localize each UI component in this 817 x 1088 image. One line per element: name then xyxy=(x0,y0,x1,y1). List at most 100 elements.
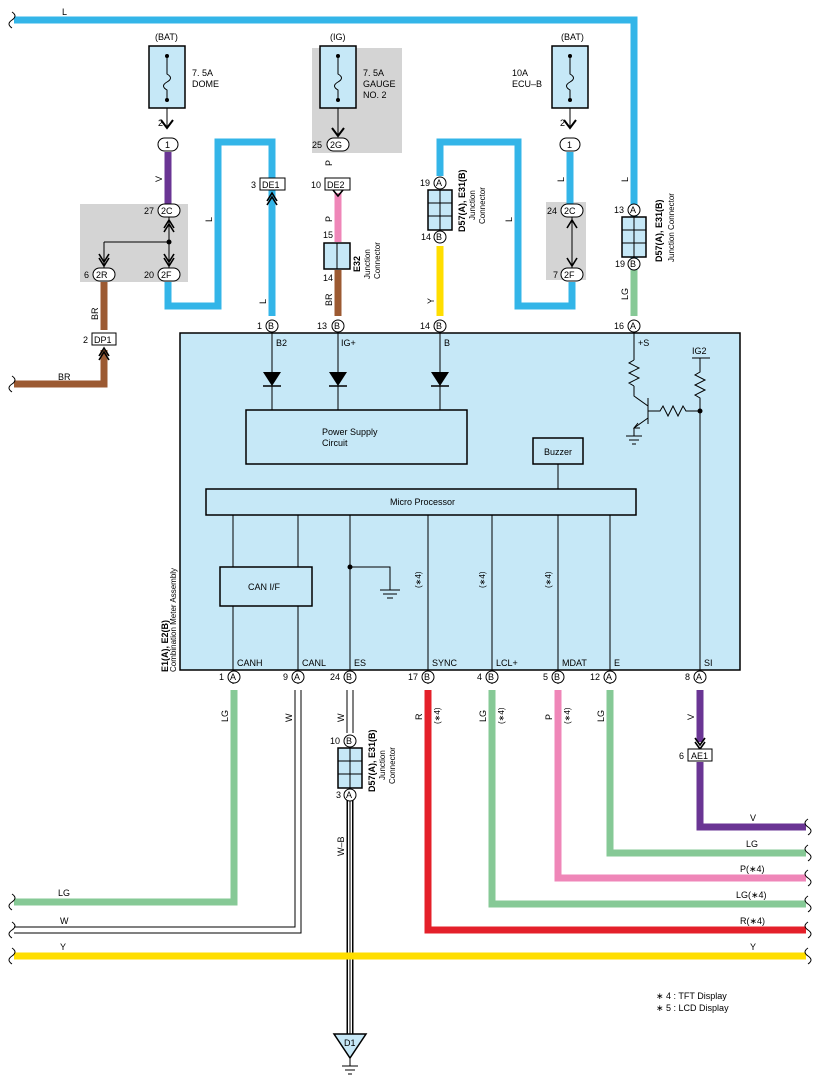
diode-b xyxy=(431,332,449,410)
top-pin-1-num: 1 xyxy=(257,321,262,331)
conn-2c-right: 2C 24 xyxy=(547,203,584,218)
fuse-dome-rating: 7. 5A xyxy=(192,68,213,78)
pin-canh-name: CANH xyxy=(237,658,263,668)
svg-text:6: 6 xyxy=(679,751,684,761)
lbl-r-y: Y xyxy=(750,942,756,952)
fuse-gauge-name1: GAUGE xyxy=(363,79,396,89)
bp-mdat-num: 5 xyxy=(543,672,548,682)
bp-sync-num: 17 xyxy=(408,672,418,682)
conn-2c-left: 2C 27 xyxy=(144,203,181,218)
lbl-sync-note: (∗4) xyxy=(433,707,442,724)
can-if-box xyxy=(219,566,313,607)
svg-text:A: A xyxy=(630,205,636,215)
fuse-gauge-name2: NO. 2 xyxy=(363,90,387,100)
svg-text:2C: 2C xyxy=(564,206,576,216)
lbl-e32-br: BR xyxy=(324,293,334,306)
note-5: ∗ 5 : LCD Display xyxy=(656,1003,729,1013)
pin-mdat-name: MDAT xyxy=(562,658,587,668)
svg-text:AE1: AE1 xyxy=(691,751,708,761)
top-pin-s-name: +S xyxy=(638,338,649,348)
svg-text:15: 15 xyxy=(323,230,333,240)
lbl-e-lg: LG xyxy=(596,710,606,722)
lbl-top-l: L xyxy=(62,7,67,17)
wire-l-mid xyxy=(436,138,576,310)
lbl-de1-l: L xyxy=(258,299,268,304)
jc3-label: D57(A), E31(B) xyxy=(367,729,377,792)
fuse-dome-name: DOME xyxy=(192,79,219,89)
lbl-r-lg4: LG(∗4) xyxy=(736,890,767,900)
lbl-lcl-lg: LG xyxy=(478,710,488,722)
e32-label: E32 xyxy=(352,256,362,272)
ground-d1: D1 xyxy=(332,1033,368,1075)
svg-text:14: 14 xyxy=(421,232,431,242)
pin-lcl-name: LCL+ xyxy=(496,658,518,668)
buzzer-label: Buzzer xyxy=(544,447,572,457)
bp-mdat-conn: B xyxy=(554,672,560,682)
ig2-label: IG2 xyxy=(692,346,707,356)
lbl-jc2-lg: LG xyxy=(620,288,630,300)
bp-si-conn: A xyxy=(696,672,702,682)
pin-es-name: ES xyxy=(354,658,366,668)
fuse-ecub xyxy=(551,45,589,130)
module-desc: Combination Meter Assembly xyxy=(169,568,178,672)
svg-text:19: 19 xyxy=(420,178,430,188)
lbl-v1: V xyxy=(154,176,164,182)
svg-text:2: 2 xyxy=(83,335,88,345)
fuse-ecub-name: ECU–B xyxy=(512,79,542,89)
top-pin-ig-name: IG+ xyxy=(341,338,356,348)
conn-gauge-2g: 2G 25 xyxy=(312,137,350,152)
module-bottom-pins xyxy=(227,670,707,684)
lbl-l-lg: LG xyxy=(58,888,70,898)
conn-dp1: DP1 2 xyxy=(83,332,117,361)
conn-jc1: A 19 B 14 xyxy=(420,176,453,244)
wire-r-sync xyxy=(424,690,806,934)
bp-sync-conn: B xyxy=(424,672,430,682)
conn-ecub-1: 1 xyxy=(559,137,581,152)
bp-si-num: 8 xyxy=(685,672,690,682)
module-label: E1(A), E2(B) xyxy=(160,620,170,672)
svg-text:14: 14 xyxy=(323,273,333,283)
note-lcl: (∗4) xyxy=(478,571,487,588)
lbl-jc1-y: Y xyxy=(426,298,436,304)
es-splice xyxy=(347,564,353,570)
jc1-label: D57(A), E31(B) xyxy=(457,169,467,232)
svg-text:2R: 2R xyxy=(96,270,108,280)
bp-canl-num: 9 xyxy=(283,672,288,682)
lbl-r-v: V xyxy=(750,813,756,823)
e32-desc2: Connector xyxy=(373,242,382,279)
svg-text:B: B xyxy=(630,259,636,269)
jc1-desc2: Connector xyxy=(478,187,487,224)
conn-jc2: A 13 B 19 xyxy=(614,203,647,271)
svg-text:19: 19 xyxy=(615,259,625,269)
svg-text:1: 1 xyxy=(567,140,572,150)
internal-lines xyxy=(232,515,611,684)
e32-desc1: Junction xyxy=(363,249,372,279)
lbl-left-br: BR xyxy=(58,372,71,382)
fuse-gauge-rating: 7. 5A xyxy=(363,68,384,78)
svg-text:3: 3 xyxy=(251,180,256,190)
wire-lg-canh xyxy=(14,690,238,906)
bp-e-conn: A xyxy=(606,672,612,682)
conn-de1: DE1 3 xyxy=(251,177,286,206)
svg-text:A: A xyxy=(346,790,352,800)
lbl-lcl-note: (∗4) xyxy=(497,707,506,724)
pin-sync-name: SYNC xyxy=(432,658,458,668)
lbl-r-r4: R(∗4) xyxy=(740,916,765,926)
lbl-l-mid: L xyxy=(504,217,514,222)
lbl-l-y: Y xyxy=(60,942,66,952)
lbl-right-l: L xyxy=(620,177,630,182)
edge-marks xyxy=(8,11,812,965)
fuse-ecub-rating: 10A xyxy=(512,68,528,78)
top-pin-16-num: 16 xyxy=(614,321,624,331)
wire-lg-lcl xyxy=(488,690,806,908)
wire-l-left xyxy=(164,138,276,316)
bp-es-num: 24 xyxy=(330,672,340,682)
conn-ae1: AE1 6 xyxy=(679,737,713,762)
arrow-2f-left xyxy=(163,253,175,268)
conn-jc3: B 10 A 3 xyxy=(330,734,363,802)
top-pin-14-num: 14 xyxy=(420,321,430,331)
svg-text:D1: D1 xyxy=(344,1038,356,1048)
jc2-desc: Junction Connector xyxy=(667,193,676,262)
bp-canh-num: 1 xyxy=(219,672,224,682)
top-pin-b-name: B xyxy=(444,338,450,348)
